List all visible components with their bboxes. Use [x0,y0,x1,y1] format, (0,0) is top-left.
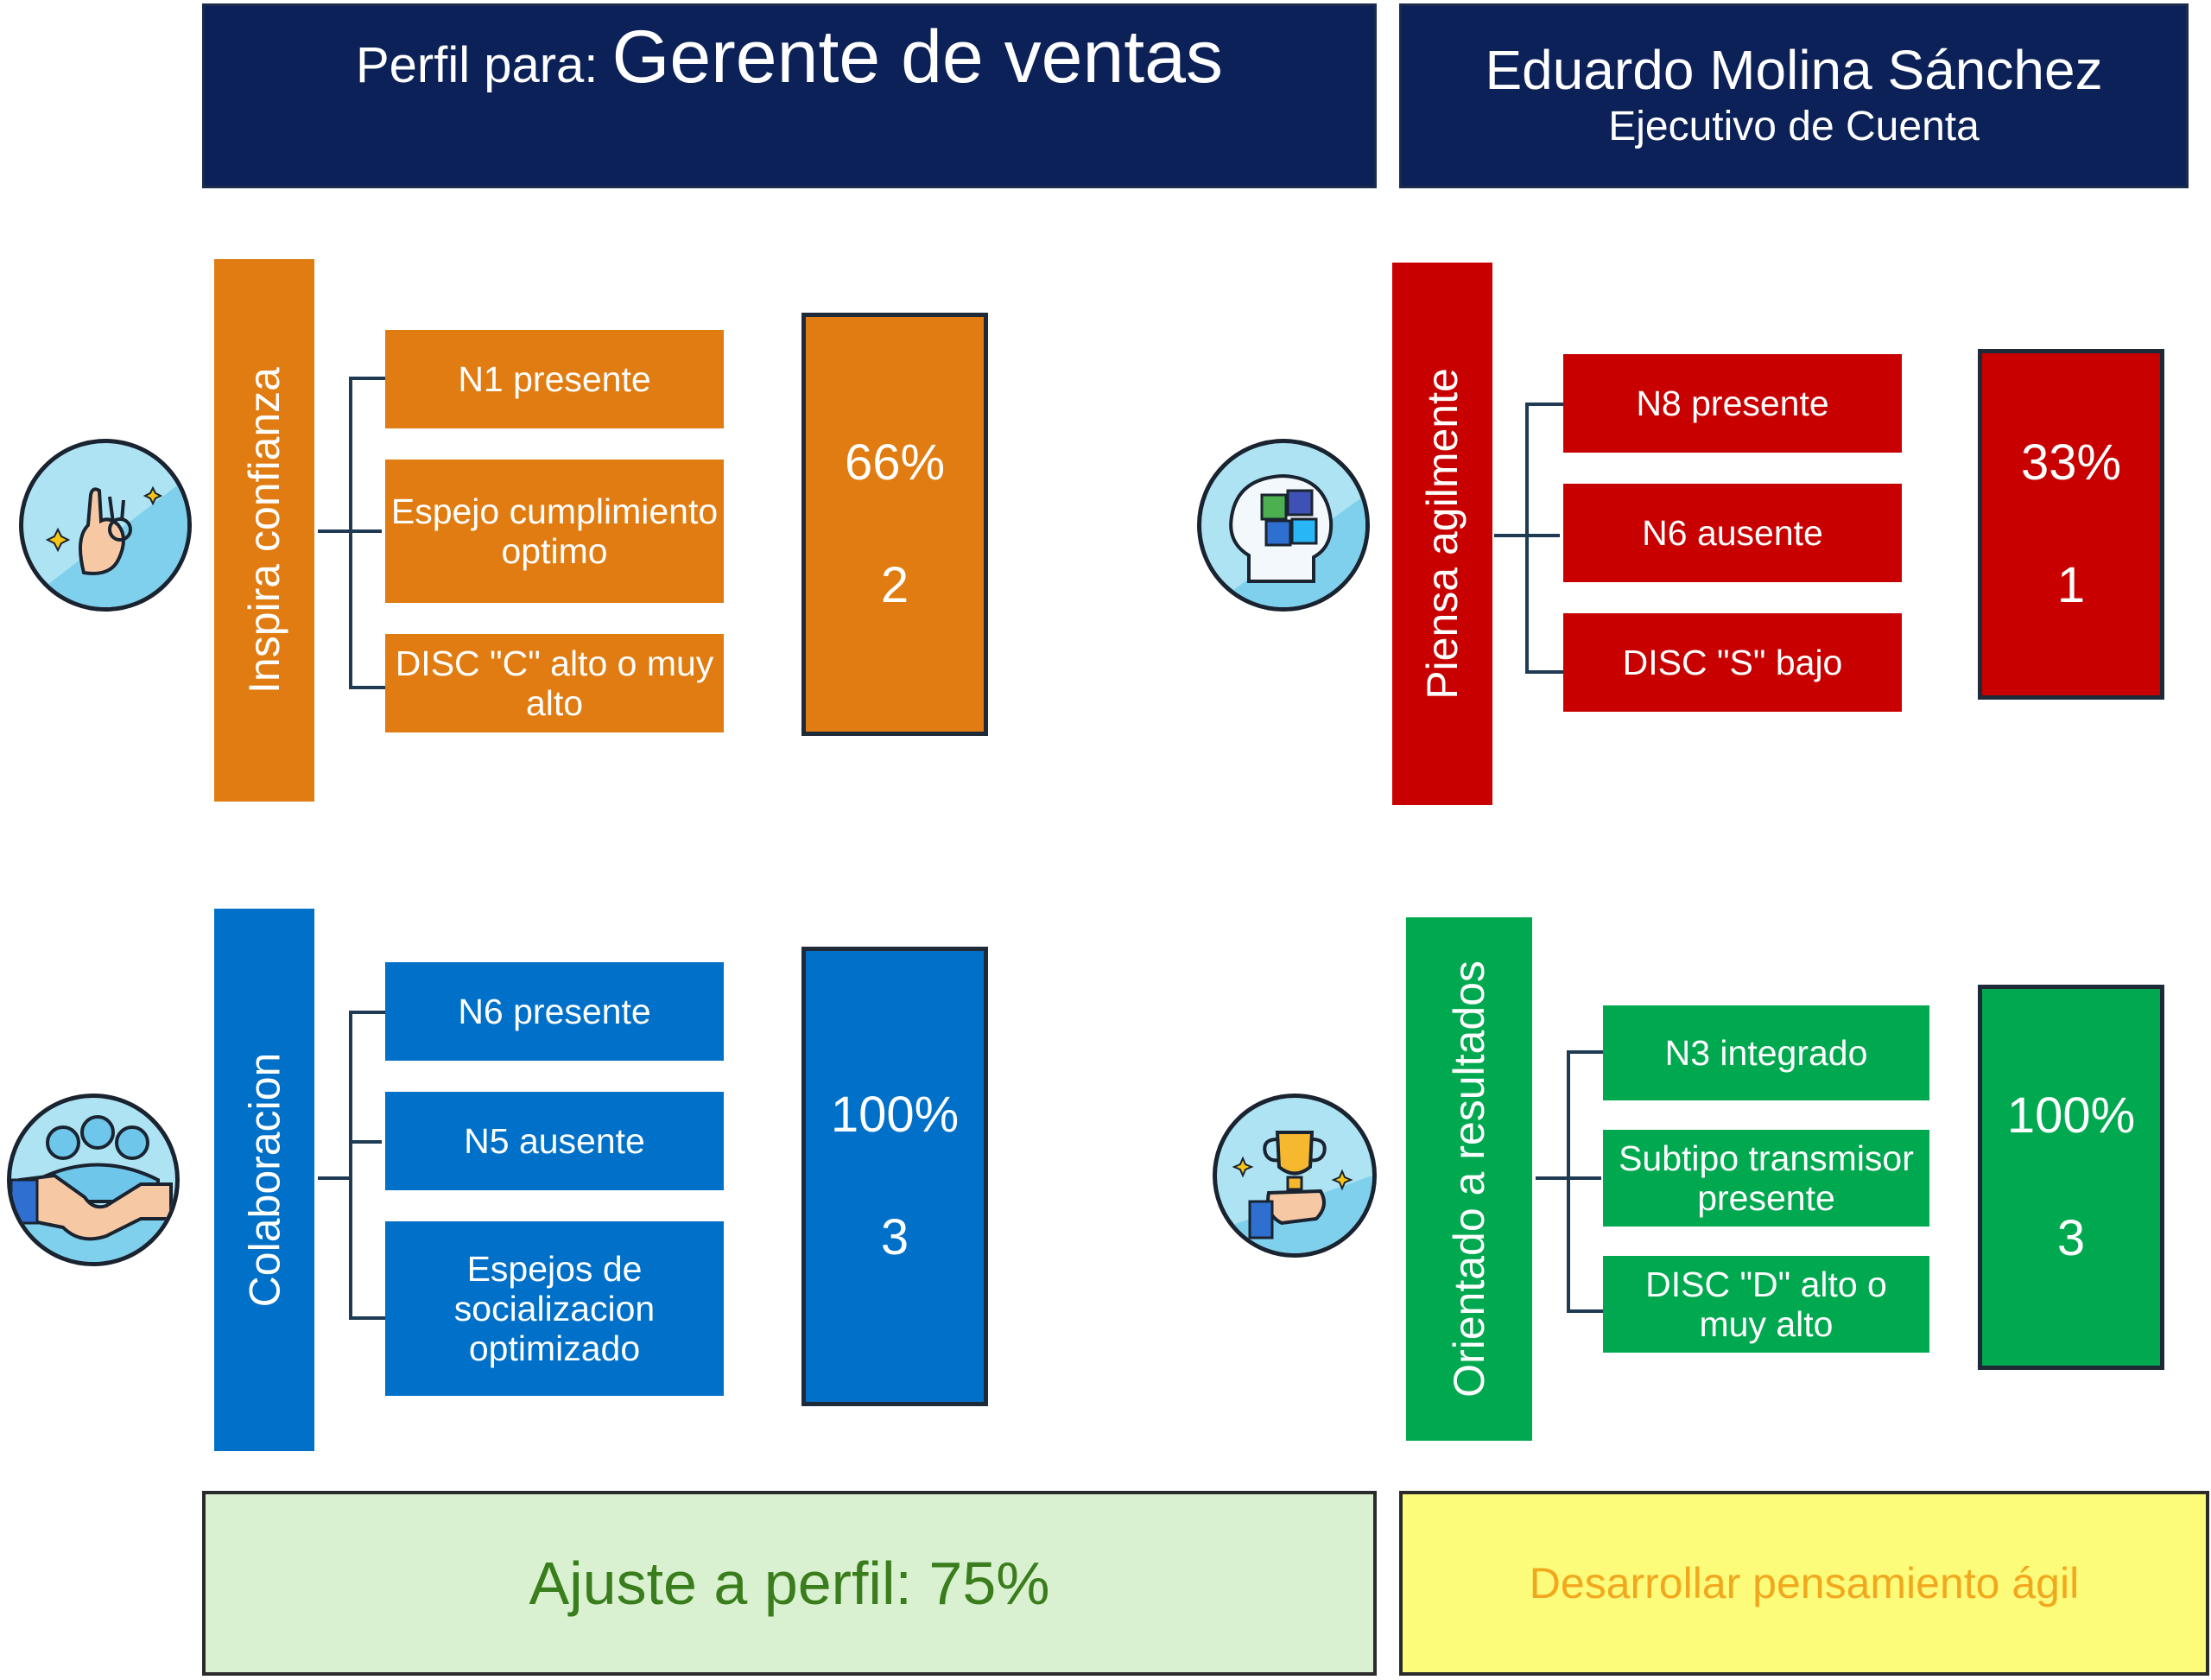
score-box: 100% 3 [1978,985,2164,1370]
criterion-item: N5 ausente [385,1092,724,1190]
person-header: Eduardo Molina Sánchez Ejecutivo de Cuen… [1399,3,2189,188]
criterion-item: N3 integrado [1603,1005,1929,1100]
development-recommendation: Desarrollar pensamiento ágil [1399,1491,2209,1676]
criterion-item: Espejo cumplimiento optimo [385,460,724,603]
criterion-item: N6 presente [385,962,724,1061]
score-count: 2 [880,557,909,613]
competency-label-inspira: Inspira confianza [214,259,314,802]
criterion-item: Espejos de socializacion optimizado [385,1221,724,1396]
criterion-item: N6 ausente [1563,484,1902,582]
score-count: 1 [2056,557,2086,613]
profile-header: Perfil para: Gerente de ventas [202,3,1377,188]
competency-label-colaboracion: Colaboracion [214,909,314,1451]
profile-fit-summary: Ajuste a perfil: 75% [202,1491,1377,1676]
criterion-item: DISC "S" bajo [1563,613,1902,712]
score-count: 3 [2056,1210,2086,1266]
head-puzzle-icon [1197,439,1370,612]
recommendation-text: Desarrollar pensamiento ágil [1529,1559,2080,1607]
score-box: 100% 3 [801,947,988,1406]
person-name: Eduardo Molina Sánchez [1485,39,2103,101]
criterion-item: DISC "D" alto o muy alto [1603,1256,1929,1353]
criterion-item: DISC "C" alto o muy alto [385,634,724,732]
score-box: 66% 2 [801,313,988,736]
competency-label-piensa: Piensa agilmente [1392,263,1492,805]
ok-hand-icon [19,439,192,612]
criterion-item: N1 presente [385,330,724,428]
criterion-item: N8 presente [1563,354,1902,453]
competency-label-orientado: Orientado a resultados [1406,917,1532,1441]
profile-fit-text: Ajuste a perfil: 75% [529,1550,1050,1617]
profile-role: Gerente de ventas [611,16,1224,98]
handshake-team-icon [7,1094,180,1266]
score-percent: 100% [830,1087,960,1143]
profile-prefix: Perfil para: [355,37,599,93]
score-percent: 100% [2006,1087,2136,1144]
person-title: Ejecutivo de Cuenta [1608,104,1980,149]
score-percent: 33% [2020,434,2122,491]
score-box: 33% 1 [1978,349,2164,700]
trophy-hand-icon [1213,1094,1377,1258]
score-percent: 66% [844,434,946,491]
score-count: 3 [880,1209,909,1265]
criterion-item: Subtipo transmisor presente [1603,1130,1929,1227]
